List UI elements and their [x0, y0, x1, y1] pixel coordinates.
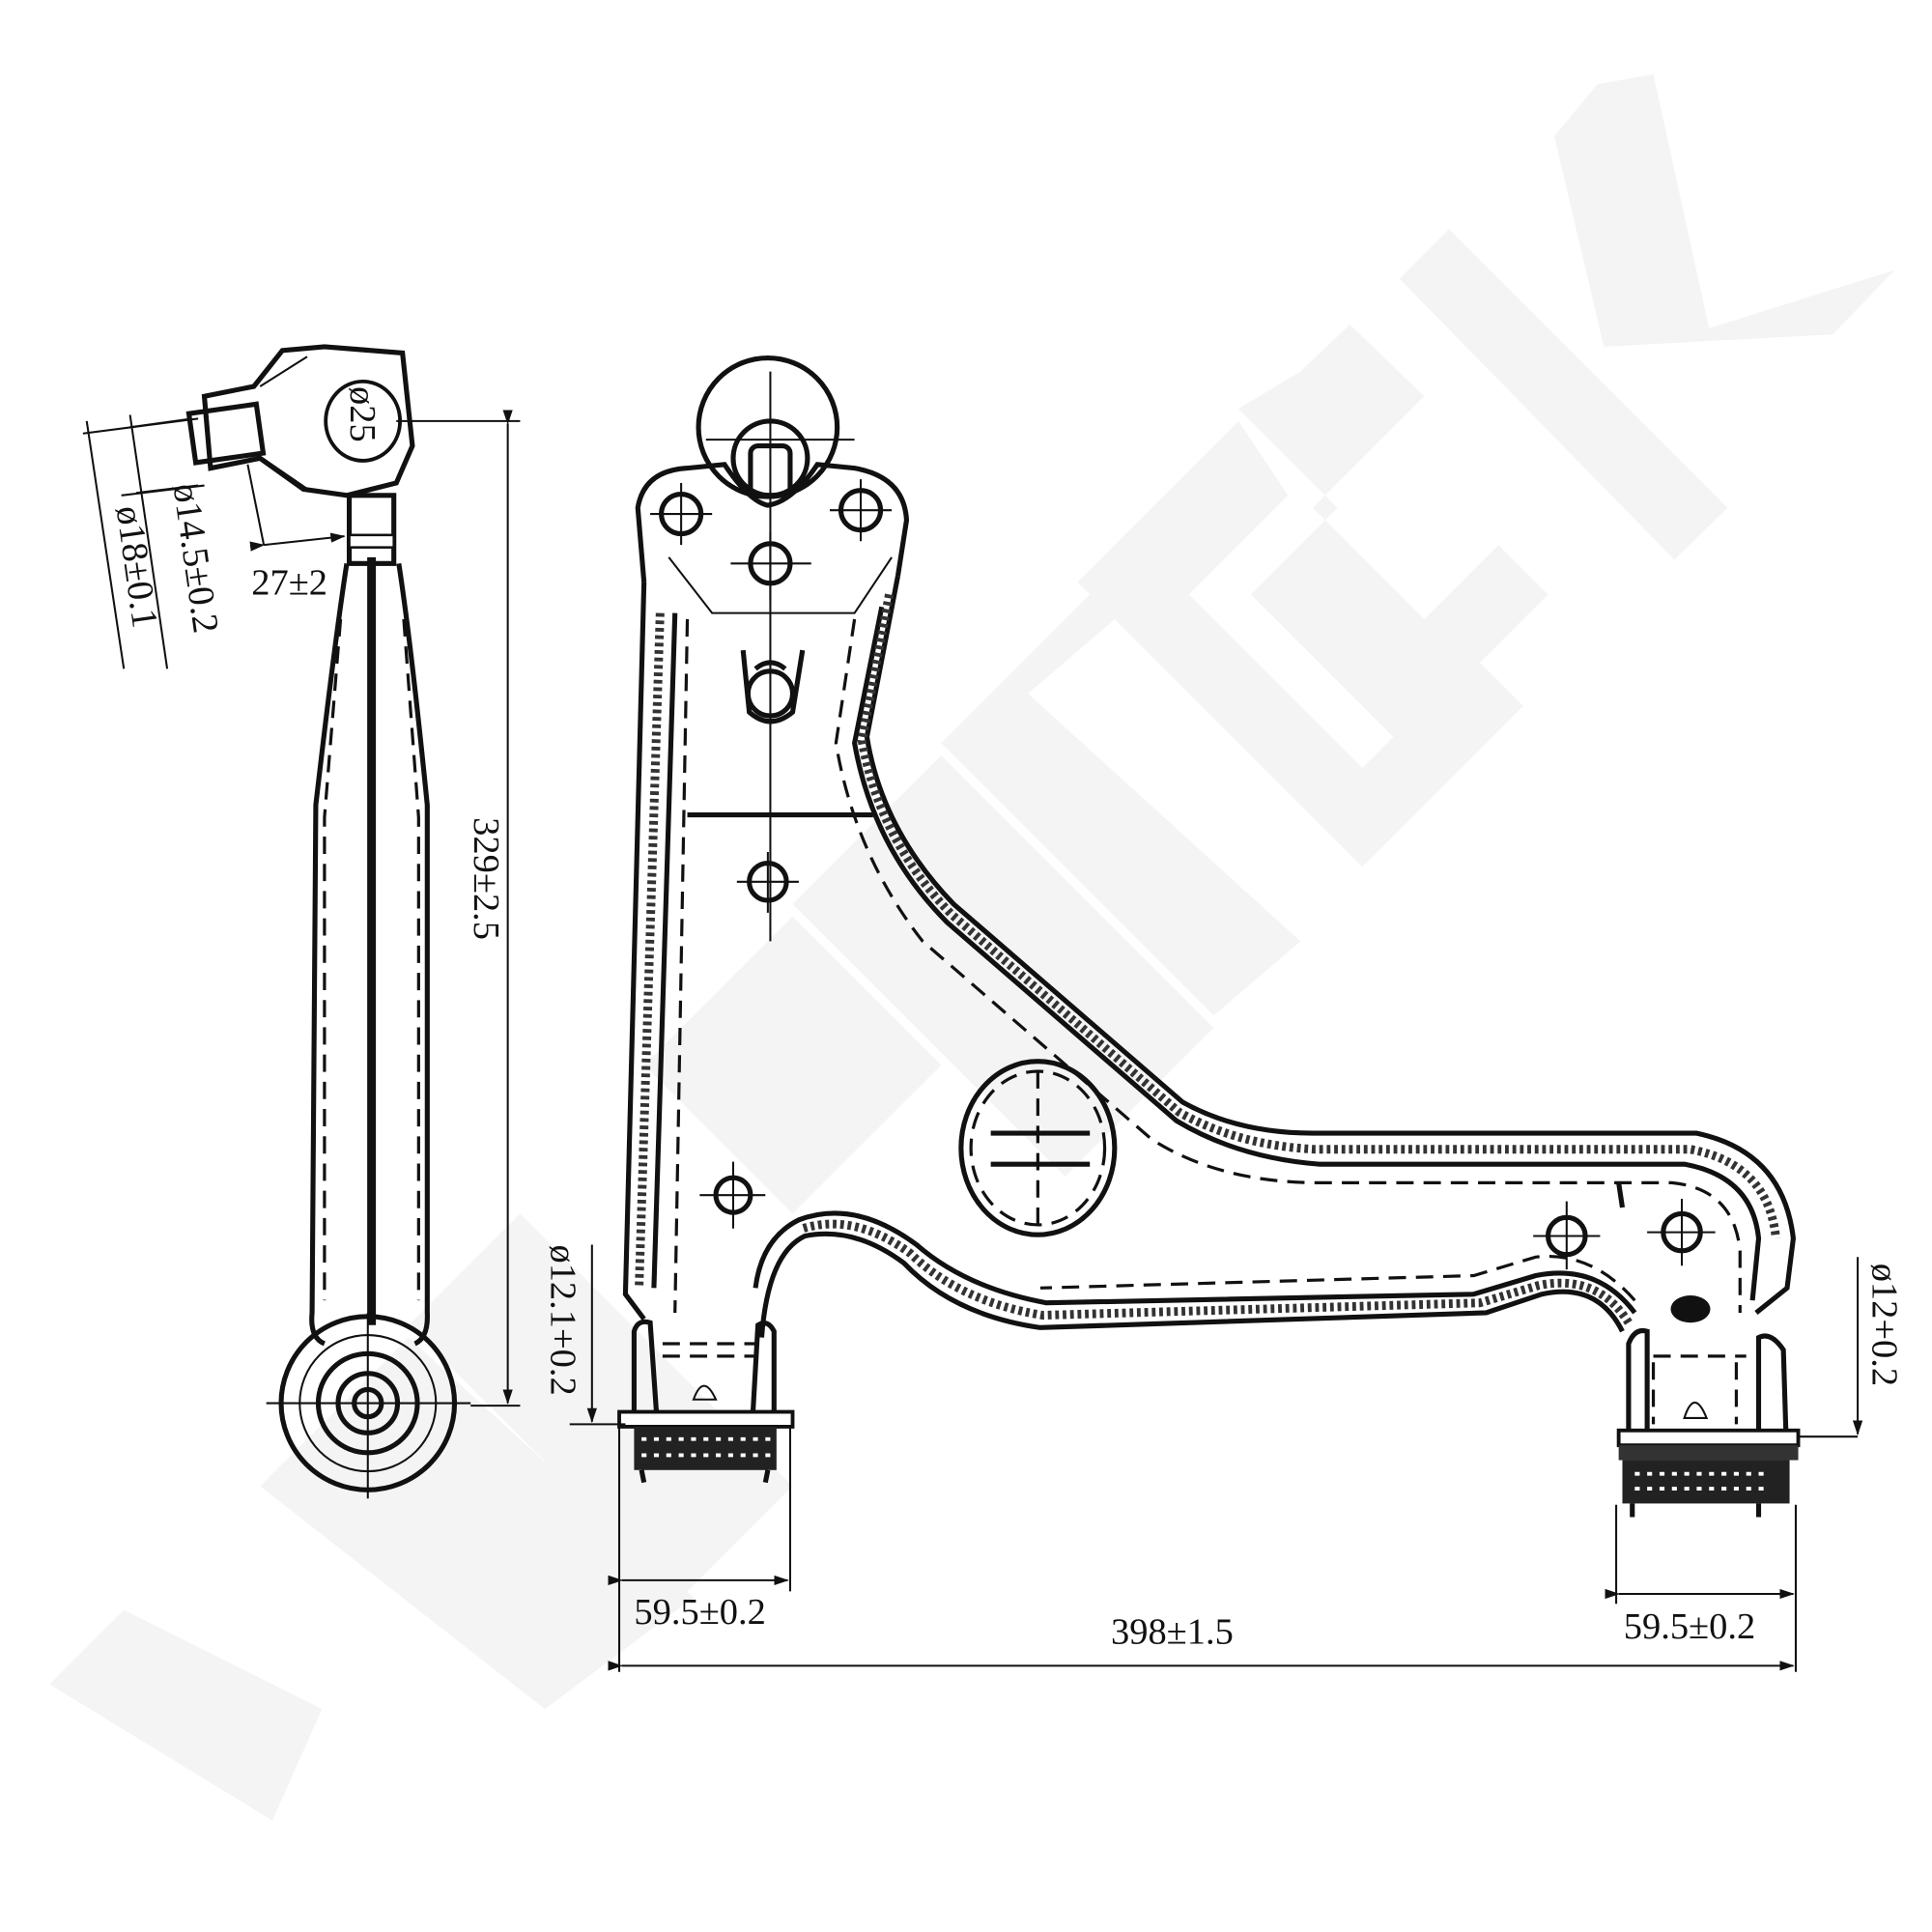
overall-width-label: 398±1.5 [1111, 1611, 1234, 1652]
thread-large-diameter-label: ø18±0.1 [108, 503, 165, 630]
left-bushing-width-label: 59.5±0.2 [634, 1592, 765, 1633]
ball-pin-diameter-label: ø25 [342, 386, 383, 442]
overall-height-label: 329±2.5 [466, 817, 506, 940]
right-bushing-bore-label: ø12+0.2 [1863, 1264, 1904, 1386]
stud-length-label: 27±2 [251, 562, 327, 603]
side-view-dimensions: 329±2.5 ø18±0.1 ø14.5±0.2 27±2 ø25 [82, 386, 521, 1407]
crosshair-holes [650, 479, 1716, 1270]
watermark-logo [49, 73, 1895, 1821]
thread-small-diameter-label: ø14.5±0.2 [165, 481, 226, 636]
left-bushing [617, 1319, 795, 1484]
right-bushing-width-label: 59.5±0.2 [1624, 1606, 1755, 1647]
control-arm-front-view [617, 355, 1801, 1518]
front-view-dimensions: ø12.1+0.2 ø12+0.2 59.5±0.2 59.5±0.2 398±… [543, 1244, 1904, 1672]
left-bushing-bore-label: ø12.1+0.2 [543, 1244, 583, 1395]
side-view [185, 344, 471, 1499]
right-bushing [1616, 1328, 1801, 1518]
